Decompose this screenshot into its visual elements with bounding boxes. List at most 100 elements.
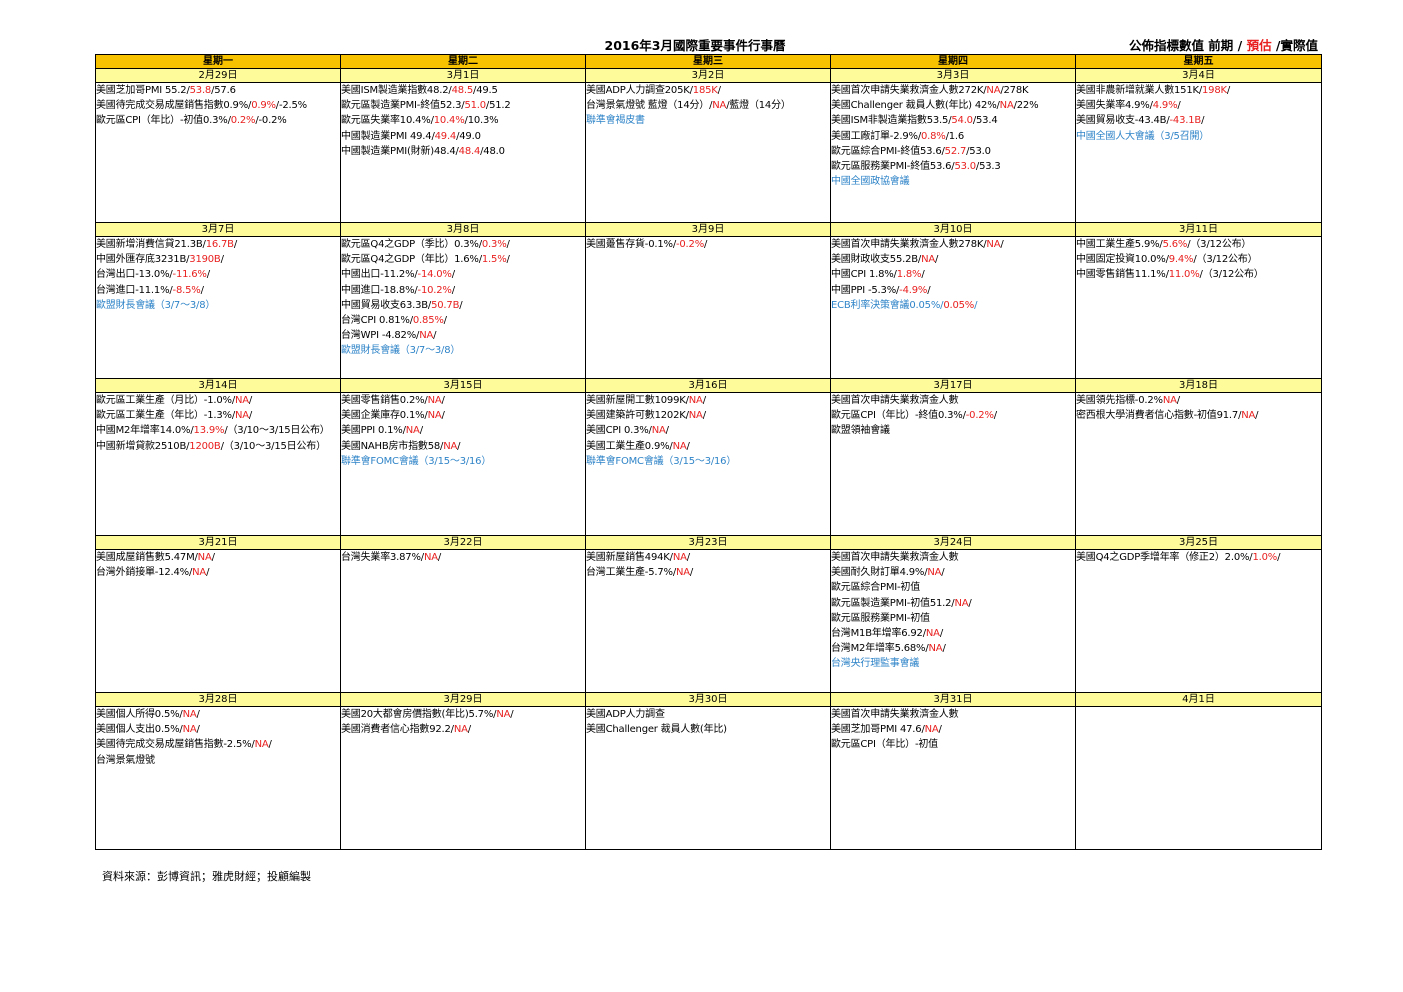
- event-text: 中國貿易收支63.3B/: [341, 299, 432, 311]
- estimate-value: 10.4%: [433, 115, 465, 127]
- event-text: 中國工業生產5.9%/: [1076, 239, 1163, 250]
- event-text: 美國新屋開工數1099K/: [586, 395, 689, 406]
- event-text: 歐元區CPI（年比）-終值0.3%/: [831, 410, 966, 422]
- estimate-value: NA: [928, 643, 943, 655]
- day-date: 3月25日: [1075, 535, 1322, 550]
- event-text: /: [686, 552, 690, 563]
- event-meeting: 歐盟財長會議（3/7～3/8）: [96, 299, 216, 311]
- day-events: 美國Q4之GDP季增年率（修正2）2.0%/1.0%/: [1075, 549, 1322, 693]
- event-line: 中國CPI 1.8%/1.8%/: [832, 267, 1075, 282]
- event-text: /: [993, 410, 997, 422]
- estimate-value: 1.5%: [481, 254, 507, 266]
- source-note: 資料來源：彭博資訊；雅虎財經；投顧編製: [102, 870, 311, 883]
- day-date: 3月9日: [585, 222, 831, 237]
- event-line: 歐元區Q4之GDP（季比）0.3%/0.3%/: [341, 238, 585, 253]
- event-line: 中國出口-11.2%/-14.0%/: [342, 267, 585, 282]
- event-text: 美國企業庫存0.1%/: [341, 410, 428, 422]
- event-line: 中國零售銷售11.1%/11.0%/（3/12公布）: [1076, 267, 1321, 282]
- event-text: 美國ISM製造業指數48.2/: [341, 85, 452, 96]
- event-text: /51.2: [485, 100, 511, 112]
- event-text: /: [717, 85, 721, 96]
- event-text: /: [248, 410, 253, 422]
- event-line: 美國工廠訂單-2.9%/0.8%/1.6: [832, 129, 1075, 144]
- event-text: 美國領先指標-0.2%: [1076, 395, 1164, 406]
- event-meeting: 中國全國政協會議: [831, 176, 910, 188]
- event-text: /: [927, 284, 931, 296]
- event-text: 歐元區CPI（年比）-初值: [831, 739, 939, 751]
- event-line: 歐元區CPI（年比）-終值0.3%/-0.2%/: [831, 408, 1075, 423]
- events-row: 美國新增消費信貸21.3B/16.7B/中國外匯存底3231B/3190B/台灣…: [95, 236, 1322, 379]
- event-line: 美國財政收支55.2B/NA/: [832, 252, 1075, 267]
- event-text: 台灣失業率3.87%/: [341, 552, 425, 563]
- event-text: 歐元區Q4之GDP（季比）0.3%/: [341, 239, 483, 250]
- event-text: 中國固定投資10.0%/: [1076, 254, 1169, 266]
- event-line: 歐元區工業生產（年比）-1.3%/NA/: [97, 408, 340, 423]
- event-meeting: 聯準會FOMC會議（3/15～3/16）: [586, 455, 737, 467]
- estimate-value: 52.7: [944, 145, 967, 157]
- estimate-value: NA: [182, 709, 197, 720]
- day-date: 3月29日: [340, 692, 586, 707]
- event-text: 中國零售銷售11.1%/: [1076, 269, 1169, 281]
- event-text: 美國首次申請失業救濟金人數272K/: [831, 85, 987, 96]
- estimate-value: 9.4%: [1168, 254, 1194, 266]
- event-line: 美國貿易收支-43.4B/-43.1B/: [1076, 113, 1321, 128]
- day-date: 3月11日: [1075, 222, 1322, 237]
- estimate-value: NA: [927, 567, 942, 579]
- event-line: 美國待完成交易成屋銷售指數-2.5%/NA/: [97, 737, 340, 752]
- event-text: /: [665, 425, 669, 437]
- estimate-value: -8.5%: [172, 284, 201, 296]
- event-line: 歐元區製造業PMI-初值51.2/NA/: [832, 596, 1075, 611]
- event-line: 歐元區綜合PMI-終值53.6/52.7/53.0: [831, 144, 1075, 159]
- event-text: /: [451, 284, 455, 296]
- day-events: 美國成屋銷售數5.47M/NA/台灣外銷接單-12.4%/NA/: [95, 549, 341, 693]
- event-line: 歐元區服務業PMI-終值53.6/53.0/53.3: [832, 159, 1075, 174]
- event-text: 台灣外銷接單-12.4%/: [96, 567, 193, 579]
- event-text: /-2.5%: [275, 100, 307, 112]
- event-text: /: [196, 724, 200, 736]
- event-text: 美國貿易收支-43.4B/: [1076, 115, 1170, 127]
- event-text: 歐元區CPI（年比）-初值0.3%/: [96, 115, 231, 127]
- event-line: 美國首次申請失業救濟金人數278K/NA/: [832, 238, 1075, 253]
- day-events: 美國新屋開工數1099K/NA/美國建築許可數1202K/NA/美國CPI 0.…: [585, 392, 831, 536]
- estimate-value: 0.85%: [412, 315, 444, 327]
- weekday-wednesday: 星期三: [585, 54, 831, 69]
- event-text: 美國ADP人力調查205K/: [586, 85, 693, 96]
- event-line: 台灣失業率3.87%/NA/: [341, 551, 585, 566]
- event-text: 歐元區製造業PMI-終值52.3/: [341, 100, 465, 112]
- event-line: 中國工業生產5.9%/5.6%/（3/12公布）: [1076, 238, 1321, 253]
- estimate-value: NA: [672, 440, 687, 452]
- estimate-value: 50.7B: [431, 299, 460, 311]
- day-events: 美國首次申請失業救濟金人數美國芝加哥PMI 47.6/NA/歐元區CPI（年比）…: [830, 706, 1076, 850]
- event-text: /: [233, 239, 238, 250]
- event-line: 美國芝加哥PMI 55.2/53.8/57.6: [97, 84, 340, 99]
- event-text: /: [457, 440, 461, 452]
- event-line: 中國新增貸款2510B/1200B/（3/10～3/15日公布）: [97, 439, 340, 454]
- event-text: 歐元區綜合PMI-終值53.6/: [831, 145, 945, 157]
- day-events: 台灣失業率3.87%/NA/: [340, 549, 586, 693]
- estimate-value: NA: [675, 567, 690, 579]
- estimate-value: NA: [712, 100, 727, 112]
- day-date: 3月28日: [95, 692, 341, 707]
- day-date: 3月31日: [830, 692, 1076, 707]
- event-text: /: [938, 724, 942, 736]
- event-line: 歐元區製造業PMI-終值52.3/51.0/51.2: [341, 98, 585, 113]
- estimate-value: NA: [688, 410, 703, 422]
- event-text: 歐盟領袖會議: [831, 425, 891, 437]
- event-line: 台灣工業生產-5.7%/NA/: [587, 565, 830, 580]
- day-events: 美國首次申請失業救濟金人數美國耐久財訂單4.9%/NA/歐元區綜合PMI-初值歐…: [830, 549, 1076, 693]
- estimate-value: NA: [427, 410, 442, 422]
- weekday-thursday: 星期四: [830, 54, 1076, 69]
- weekday-monday: 星期一: [95, 54, 341, 69]
- event-text: 歐元區服務業PMI-初值: [831, 612, 931, 624]
- estimate-value: NA: [496, 709, 511, 720]
- event-line: 歐盟領袖會議: [831, 423, 1075, 438]
- event-text: /-0.2%: [255, 115, 287, 127]
- estimate-value: NA: [423, 552, 438, 563]
- event-meeting: 聯準會褐皮書: [586, 115, 646, 127]
- event-meeting: 聯準會FOMC會議（3/15～3/16）: [341, 455, 492, 467]
- event-line: 中國全國人大會議（3/5召開）: [1077, 129, 1321, 144]
